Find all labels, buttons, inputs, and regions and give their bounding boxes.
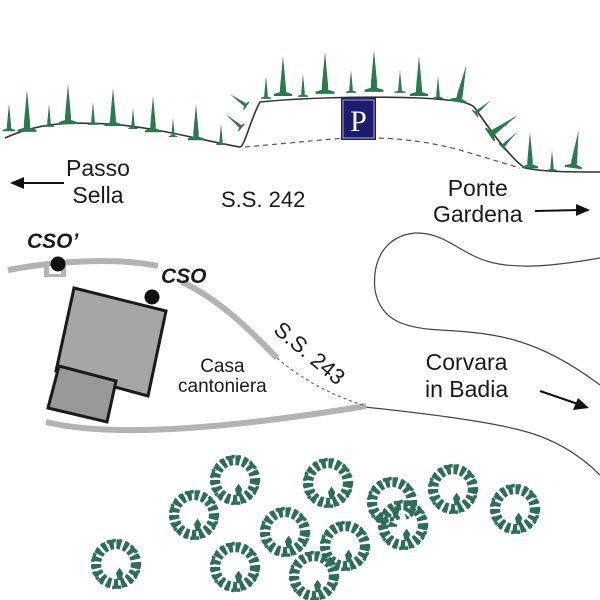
conifer-icon [144,96,162,133]
tree-cluster [93,457,539,600]
road-cso [7,258,159,273]
conifer-icon [274,56,292,96]
ridge-road-lower-edge-dashed [244,137,521,169]
destination-line1: Passo [66,155,130,181]
tree-icon [93,541,140,588]
conifer-icon [345,70,357,93]
destination-line2: in Badia [425,376,509,402]
building-label-line1: Casa [200,356,245,377]
conifer-icon [564,129,588,170]
sensor-label-cso-prime: CSO’ [27,230,79,253]
destination-corvara: Corvara in Badia [425,351,508,401]
conifer-icon [222,110,245,132]
destination-line1: Corvara [425,349,508,375]
conifer-icon [315,52,335,94]
arrow-west-icon [10,177,64,189]
conifer-icon [364,50,384,92]
building-label: Casa cantoniera [178,357,267,397]
conifer-icon [410,56,428,96]
building-label-line2: cantoniera [178,375,267,397]
conifer-icon [187,104,205,141]
parking-sign[interactable]: P [341,98,376,140]
arrow-east-icon [534,204,590,216]
conifer-icon [547,150,557,171]
tree-icon [262,509,309,556]
conifer-icon [87,102,99,125]
hairpin-upper [373,232,600,386]
hairpin-lower [364,406,600,476]
destination-line1: Ponte [447,175,508,201]
conifer-icon [521,132,539,169]
building-main [54,286,168,398]
conifer-icon [432,76,444,99]
conifer-icon [226,90,250,110]
conifer-icon [260,76,272,99]
conifer-icon [450,63,475,104]
road-label-ss242: S.S. 242 [221,187,306,212]
tree-icon [212,544,259,591]
road-lower [45,403,367,434]
road-connector-dashed [276,357,367,407]
destination-passo-sella: Passo Sella [66,157,130,207]
direction-arrows [10,177,590,410]
conifer-icon [17,90,37,132]
conifer-icon [498,129,520,151]
conifer-icon [484,109,522,142]
parking-icon: P [350,105,367,138]
hairpin-roads [364,232,600,476]
conifer-icon [43,104,55,127]
conifer-icon [394,70,406,93]
conifer-icon [59,84,77,124]
destination-line2: Sella [72,182,124,208]
conifer-icon [104,88,122,127]
conifer-row [2,50,588,171]
tree-icon [492,486,539,533]
tree-icon [171,492,218,539]
conifer-icon [216,124,226,145]
conifer-icon [297,74,309,97]
tree-icon [291,553,338,600]
conifer-icon [2,103,16,132]
destination-ponte-gardena: Ponte Gardena [433,177,523,226]
local-roads [7,258,367,434]
casa-cantoniera-building [46,286,168,424]
sensor-cso-marker[interactable] [144,289,160,305]
tree-icon [430,466,477,513]
tree-icon [305,460,352,507]
tree-icon [212,457,259,504]
building-annex [46,364,118,424]
arrow-southeast-icon [539,390,589,410]
sensor-label-cso: CSO [161,265,207,288]
road-cso-continuation [180,279,280,361]
destination-line2: Gardena [433,201,523,227]
sensor-cso-prime-marker[interactable] [50,256,66,272]
